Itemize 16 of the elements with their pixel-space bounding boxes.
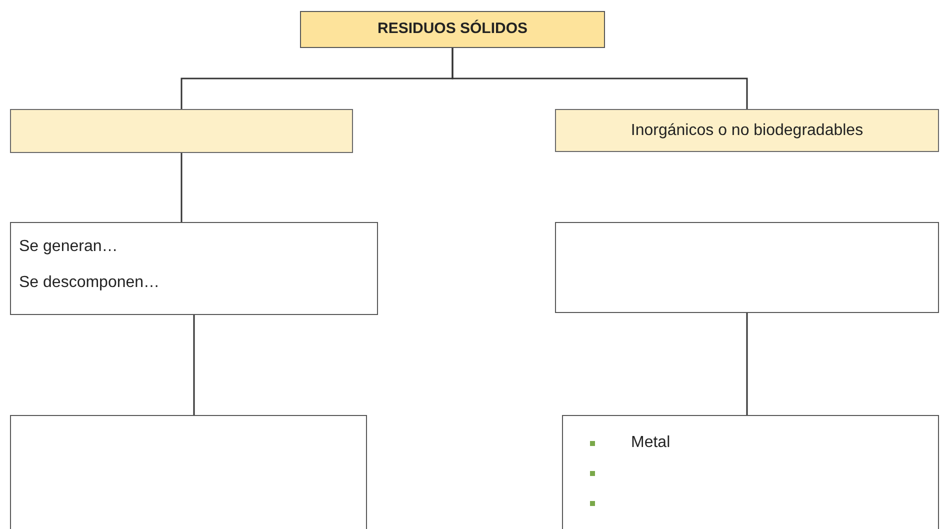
node-text: Se descomponen… bbox=[19, 273, 161, 293]
list-box bbox=[562, 415, 939, 529]
connector-line bbox=[193, 315, 195, 415]
connector-line bbox=[180, 153, 182, 222]
node-text: Inorgánicos o no biodegradables bbox=[630, 120, 864, 140]
text-box bbox=[555, 222, 939, 313]
text-box bbox=[10, 222, 378, 315]
connector-line bbox=[746, 313, 748, 415]
category-box bbox=[10, 109, 353, 153]
connector-line bbox=[452, 48, 748, 109]
node-text: RESIDUOS SÓLIDOS bbox=[377, 18, 528, 40]
node-text: Se generan… bbox=[19, 237, 119, 257]
title-box bbox=[300, 11, 605, 48]
list-item: Metal bbox=[631, 433, 670, 453]
category-box bbox=[555, 109, 939, 152]
text-box bbox=[10, 415, 367, 529]
